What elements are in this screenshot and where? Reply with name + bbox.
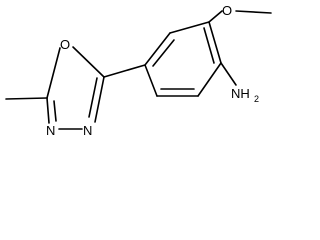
bond-c2-n3 bbox=[94, 76, 105, 123]
bond-ring-methoxy-o bbox=[208, 10, 223, 23]
bond-methoxy-o-ch3 bbox=[235, 10, 272, 14]
bond-b3-b4-inner bbox=[203, 27, 215, 64]
bond-b2-b3 bbox=[169, 21, 210, 34]
bond-oxadiazole-benzene bbox=[103, 64, 146, 78]
nitrogen-label-1: N bbox=[83, 123, 92, 138]
oxygen-methoxy-label: O bbox=[222, 3, 232, 18]
bond-b6-b1 bbox=[144, 64, 158, 97]
bond-b1-b2 bbox=[144, 32, 171, 66]
bond-b4-b5 bbox=[197, 62, 222, 97]
structure-drawing: O N N O NH 2 bbox=[5, 3, 272, 138]
bond-b1-b2-inner bbox=[152, 39, 175, 67]
amine-subscript: 2 bbox=[254, 94, 259, 104]
bond-ring-amine bbox=[220, 62, 237, 86]
bond-b3-b4 bbox=[208, 21, 222, 64]
bond-n4-c5 bbox=[46, 97, 50, 124]
amine-label: NH bbox=[231, 86, 250, 101]
bond-c5-o1 bbox=[46, 47, 61, 99]
oxadiazole-ring bbox=[46, 46, 105, 130]
nitrogen-label-2: N bbox=[46, 123, 55, 138]
bond-methyl bbox=[5, 97, 48, 100]
oxygen-ring-label: O bbox=[60, 37, 70, 52]
bond-n4-c5-double bbox=[53, 100, 57, 122]
molecule-canvas: O N N O NH 2 bbox=[5, 3, 272, 138]
bond-c2-n3-double bbox=[88, 77, 98, 118]
benzene-ring bbox=[144, 21, 222, 97]
bond-o1-c2 bbox=[72, 46, 105, 78]
